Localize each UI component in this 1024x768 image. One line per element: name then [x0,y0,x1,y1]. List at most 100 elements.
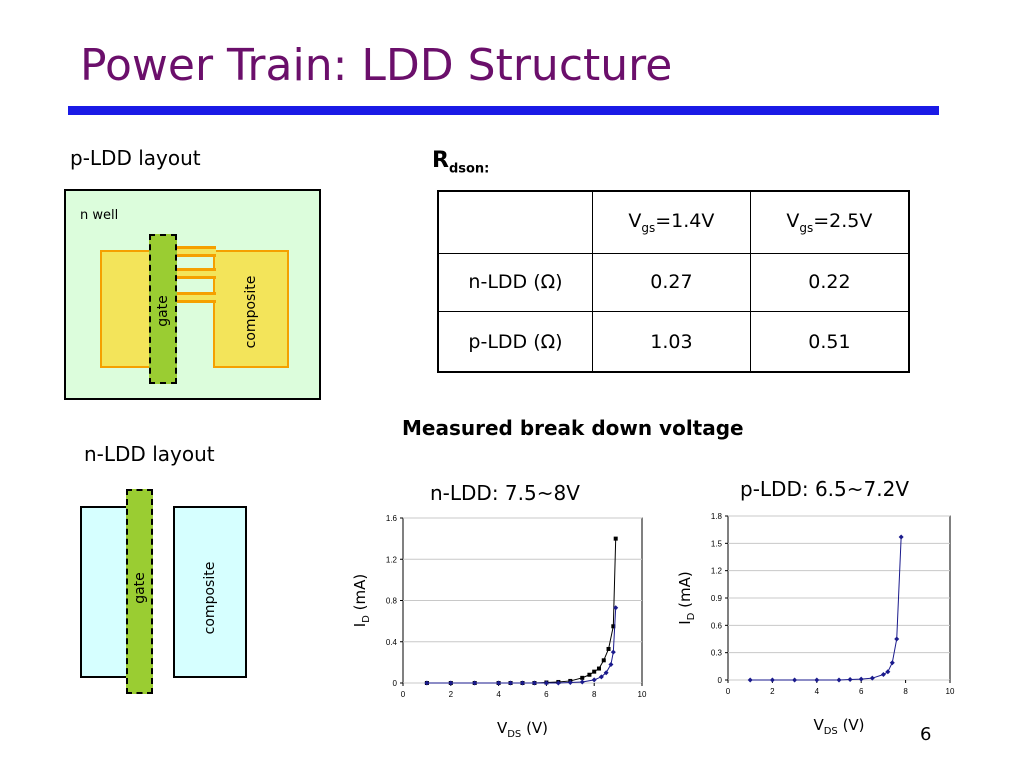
table-header: Vgs=2.5V [749,190,910,254]
data-point [792,677,798,683]
data-point [869,675,875,681]
table-cell: 1.03 [592,311,751,373]
n-ldd-caption: n-LDD layout [84,442,215,466]
n-gate-region [126,489,153,694]
x-tick-label: 2 [770,687,775,696]
x-tick-label: 10 [946,687,955,696]
data-point [592,669,597,674]
p-composite-region [213,250,289,368]
y-tick-label: 0.4 [386,638,398,647]
data-point [496,680,502,686]
y-tick-label: 1.5 [711,539,723,548]
data-point [613,536,618,541]
data-point [611,624,616,629]
data-point [520,680,525,686]
drain-finger [172,268,216,279]
n-gate-label: gate [132,572,148,604]
data-point [448,680,454,686]
data-point [580,675,585,680]
n-ldd-chart-title: n-LDD: 7.5~8V [430,481,580,505]
data-point [601,658,606,663]
data-point [603,670,609,676]
y-axis-label: ID (mA) [351,574,372,628]
table-row: p-LDD (Ω) 1.03 0.51 [437,311,910,373]
y-tick-label: 1.2 [386,555,398,564]
data-point [858,676,864,682]
data-point [598,674,604,680]
p-ldd-caption: p-LDD layout [70,146,201,170]
data-point [814,677,820,683]
data-point [836,677,842,683]
y-tick-label: 1.8 [711,512,723,521]
title-underline [68,106,939,115]
data-point [747,677,753,683]
x-tick-label: 8 [903,687,908,696]
breakdown-heading: Measured break down voltage [402,416,744,440]
x-axis-label: VDS (V) [497,719,548,740]
y-tick-label: 0.8 [386,597,398,606]
data-point [587,672,592,677]
data-point [610,649,616,655]
table-cell: 0.22 [749,252,910,313]
table-cell: 0.51 [749,311,910,373]
x-tick-label: 10 [638,690,647,699]
x-tick-label: 6 [859,687,864,696]
data-point [606,646,611,651]
data-point [555,680,561,686]
y-tick-label: 0.3 [711,649,723,658]
x-tick-label: 4 [815,687,820,696]
table-header: Vgs=1.4V [592,190,751,254]
slide-title: Power Train: LDD Structure [80,40,673,91]
n-composite-label: composite [202,561,218,635]
table-corner [437,190,593,254]
data-point [880,672,886,678]
data-point [885,669,891,675]
data-point [531,680,537,686]
data-point [894,636,900,642]
data-point [591,677,597,683]
rdson-label: Rdson: [432,148,490,177]
x-tick-label: 8 [592,690,597,699]
p-gate-region [149,234,177,384]
page-number: 6 [920,724,932,745]
p-composite-label: composite [243,275,259,349]
x-tick-label: 0 [401,690,406,699]
rdson-table: Vgs=1.4V Vgs=2.5V n-LDD (Ω) 0.27 0.22 p-… [437,190,910,373]
x-axis-label: VDS (V) [813,716,864,737]
p-ldd-chart-title: p-LDD: 6.5~7.2V [740,477,910,501]
x-tick-label: 2 [449,690,454,699]
data-point [769,677,775,683]
data-point [613,605,619,611]
drain-finger [172,292,216,303]
table-row-label: n-LDD (Ω) [437,252,593,313]
data-point [608,661,614,667]
data-point [847,677,853,683]
y-tick-label: 1.6 [386,514,398,523]
n-composite-region [173,506,247,678]
data-point [889,660,895,666]
table-cell: 0.27 [592,252,751,313]
x-tick-label: 4 [496,690,501,699]
p-gate-label: gate [155,295,171,327]
data-point [472,680,478,686]
y-tick-label: 0.6 [711,621,723,630]
n-well-label: n well [80,208,119,223]
y-tick-label: 0 [393,679,398,688]
y-tick-label: 0 [718,676,723,685]
table-row-label: p-LDD (Ω) [437,311,593,373]
data-point [596,666,601,671]
y-tick-label: 0.9 [711,594,723,603]
table-row: n-LDD (Ω) 0.27 0.22 [437,252,910,313]
data-point [898,534,904,540]
x-tick-label: 0 [726,687,731,696]
data-point [424,680,430,686]
x-tick-label: 6 [544,690,549,699]
y-axis-label: ID (mA) [676,571,697,625]
data-point [579,679,585,685]
data-point [543,680,549,686]
data-point [567,679,573,685]
data-point [508,680,514,686]
drain-finger [172,246,216,257]
